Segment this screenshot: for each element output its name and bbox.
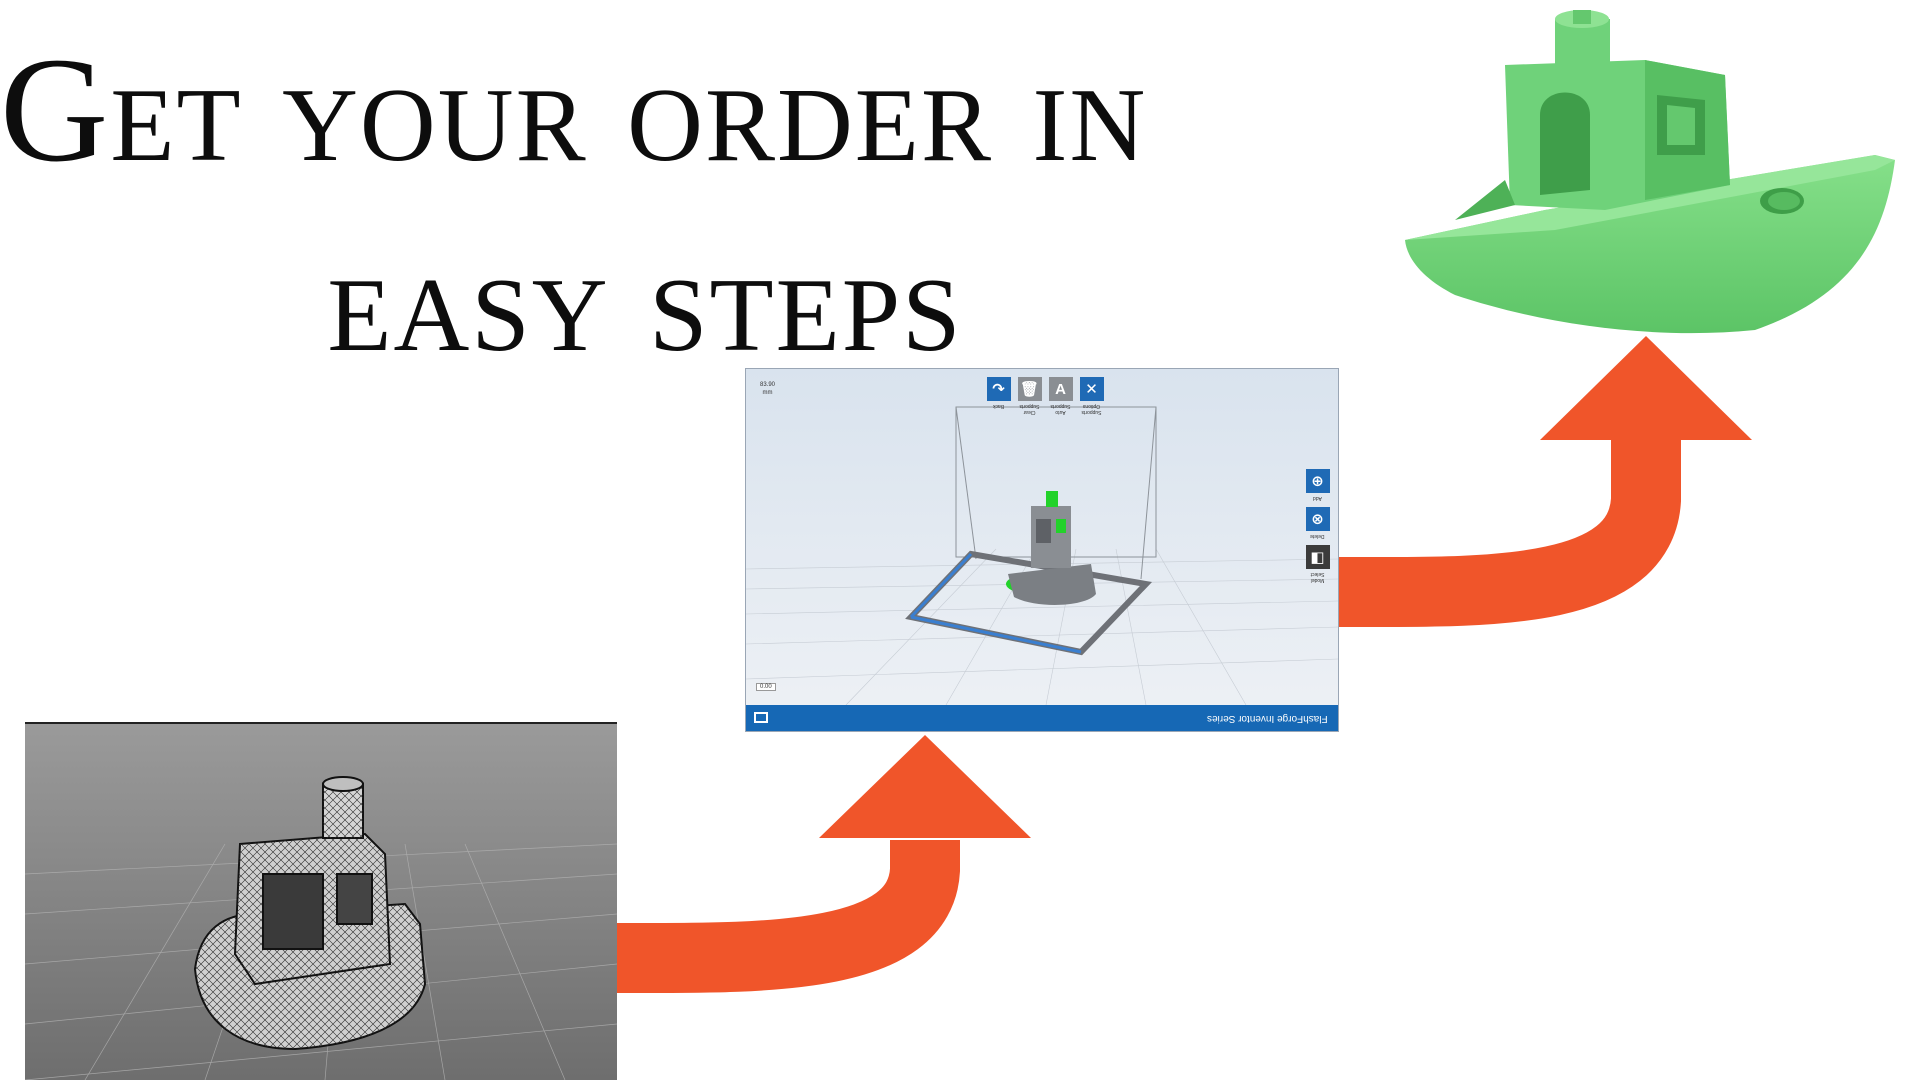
- height-unit: mm: [762, 390, 773, 396]
- arrow-head-step-2: [1540, 336, 1752, 440]
- model-select-icon: ◧: [1305, 545, 1330, 569]
- arrow-step-2: [1337, 440, 1681, 628]
- slicer-viewport: [746, 369, 1338, 731]
- height-readout: 83.90 mm: [760, 381, 775, 397]
- add-button[interactable]: ⊕ Add: [1305, 469, 1330, 501]
- slicer-toolbar: ↷ Back 🗑 Clear Supports A Auto Supports …: [986, 377, 1104, 437]
- slicer-software-screenshot: 83.90 mm 0.00 ↷ Back 🗑 Clear Supports A …: [745, 368, 1339, 732]
- delete-button[interactable]: ⊗ Delete: [1305, 507, 1330, 539]
- arrow-head-step-1: [819, 735, 1031, 838]
- clear-supports-label: Clear Supports: [1019, 403, 1040, 415]
- auto-supports-label: Auto Supports: [1050, 403, 1071, 415]
- zero-readout: 0.00: [756, 683, 776, 691]
- supports-options-label: Supports Options: [1081, 403, 1102, 415]
- add-label: Add: [1313, 495, 1322, 501]
- model-select-button[interactable]: ◧ Model Select: [1305, 545, 1330, 583]
- plus-circle-icon: ⊕: [1305, 469, 1330, 493]
- slicer-side-tools: ⊕ Add ⊗ Delete ◧ Model Select: [1305, 469, 1330, 583]
- back-button[interactable]: ↷ Back: [986, 377, 1011, 437]
- slicer-status-bar: FlashForge Inventor Series: [746, 705, 1338, 731]
- wrench-icon: ✕: [1079, 377, 1104, 401]
- auto-supports-button[interactable]: A Auto Supports: [1048, 377, 1073, 437]
- x-circle-icon: ⊗: [1305, 507, 1330, 531]
- model-select-label: Model Select: [1310, 571, 1325, 583]
- height-value: 83.90: [760, 382, 776, 388]
- printer-icon[interactable]: [754, 712, 768, 723]
- arrow-step-1: [616, 840, 960, 994]
- headline-line-1: Get your order in: [0, 27, 1148, 193]
- headline-line-2: easy steps: [327, 217, 963, 383]
- back-label: Back: [992, 403, 1005, 409]
- trash-icon: 🗑: [1017, 377, 1042, 401]
- clear-supports-button[interactable]: 🗑 Clear Supports: [1017, 377, 1042, 437]
- auto-supports-icon: A: [1048, 377, 1073, 401]
- delete-label: Delete: [1310, 533, 1325, 539]
- back-arrow-icon: ↷: [986, 377, 1011, 401]
- green-boat-image: [1405, 10, 1895, 334]
- wireframe-model-render: [25, 722, 617, 1080]
- supports-options-button[interactable]: ✕ Supports Options: [1079, 377, 1104, 437]
- status-text: FlashForge Inventor Series: [1207, 713, 1328, 724]
- printed-boat-render: [1395, 5, 1895, 340]
- wireframe-boat-image: [25, 724, 617, 1080]
